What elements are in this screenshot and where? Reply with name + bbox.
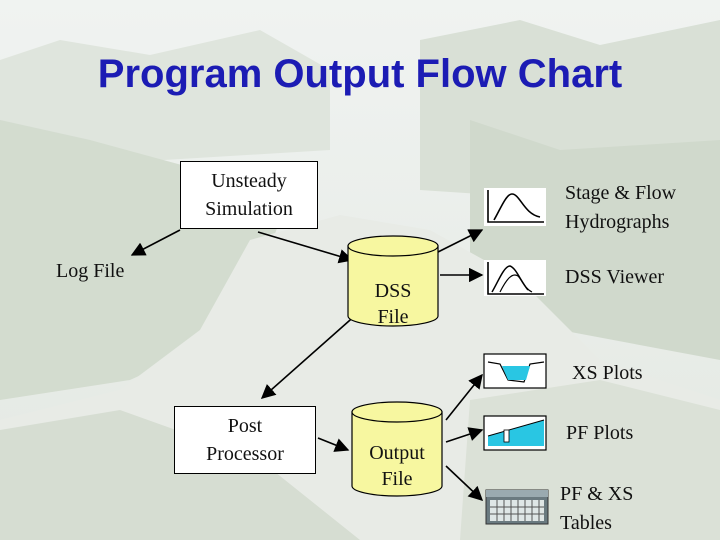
cross-section-icon xyxy=(483,353,547,389)
output-file-cylinder xyxy=(351,401,443,497)
arrow-output-to-tables xyxy=(445,465,484,501)
hydrograph-icon xyxy=(484,188,546,226)
pf-plots-label: PF Plots xyxy=(566,422,634,444)
xs-plots-label: XS Plots xyxy=(572,362,643,384)
dss-viewer-label: DSS Viewer xyxy=(565,266,664,288)
arrow-dss-to-postprocessor xyxy=(260,312,359,399)
profile-icon xyxy=(483,415,547,451)
arrow-dss-to-hydrographs xyxy=(437,229,484,253)
page-title: Program Output Flow Chart xyxy=(97,52,623,96)
arrow-unsteady-to-log xyxy=(130,229,181,256)
unsteady-simulation-box: Unsteady Simulation xyxy=(180,161,318,229)
table-icon xyxy=(485,489,549,525)
arrow-output-to-pfplots xyxy=(445,427,484,443)
pf-xs-tables-label: PF & XS Tables xyxy=(560,483,634,534)
dss-viewer-icon xyxy=(484,260,546,296)
post-processor-box: Post Processor xyxy=(174,406,316,474)
stage-flow-label: Stage & Flow Hydrographs xyxy=(565,182,677,233)
output-file-label: Output File xyxy=(369,442,425,490)
dss-file-label: DSS File xyxy=(374,280,412,328)
dss-file-cylinder xyxy=(347,235,439,327)
log-file-label: Log File xyxy=(56,260,125,282)
arrow-unsteady-to-dss xyxy=(257,231,354,264)
arrow-output-to-xsplots xyxy=(445,373,483,421)
arrow-postprocessor-to-output xyxy=(317,437,350,452)
